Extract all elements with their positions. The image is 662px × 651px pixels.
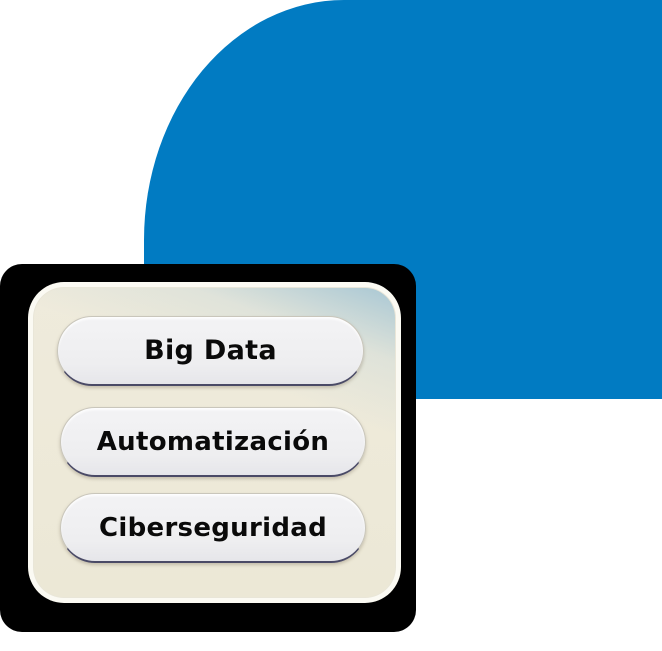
topic-button-automatizacion[interactable]: Automatización [60,407,366,477]
topic-label: Automatización [96,426,330,457]
topic-label: Ciberseguridad [99,512,327,543]
topic-button-ciberseguridad[interactable]: Ciberseguridad [60,493,366,563]
topic-button-big-data[interactable]: Big Data [57,316,364,386]
topic-label: Big Data [144,335,277,366]
